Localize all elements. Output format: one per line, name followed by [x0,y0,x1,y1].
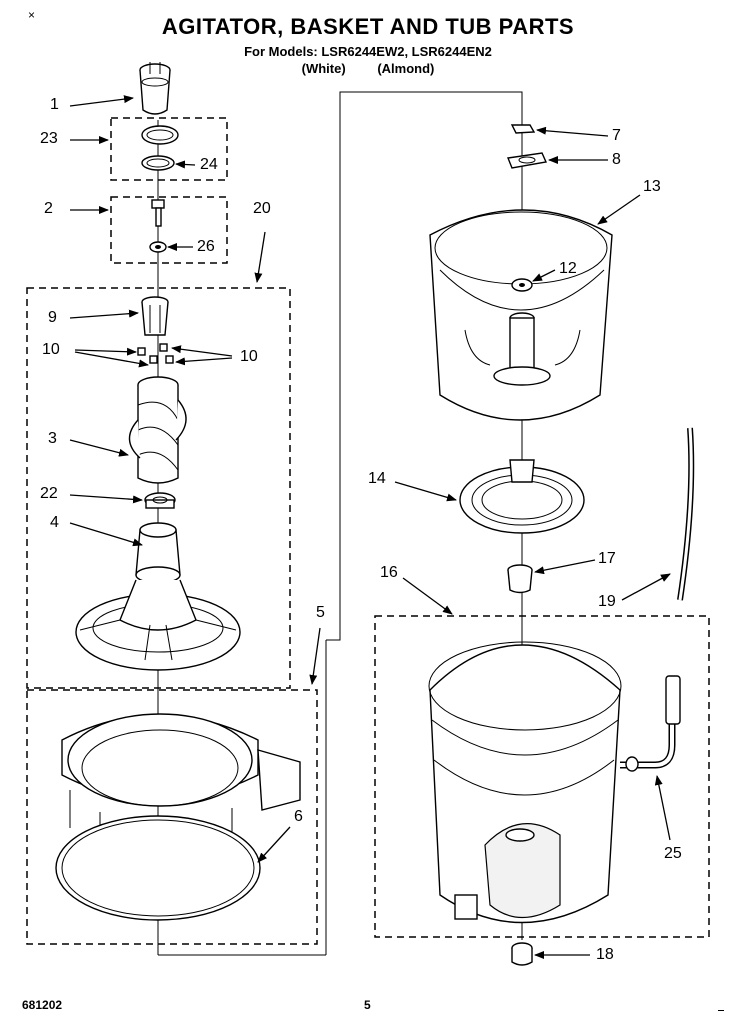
callout-7: 7 [612,127,621,144]
variant-almond: (Almond) [377,61,435,76]
callout-17: 17 [598,550,616,567]
part-8-seal [507,152,548,169]
group-box-16 [374,615,710,938]
callout-24: 24 [200,156,218,173]
footer-page-number: 5 [364,998,371,1012]
part-22-clutch [144,492,176,509]
part-1-agitator-cap [139,62,171,115]
part-10-dogs [137,343,174,364]
callout-22: 22 [40,485,58,502]
callout-10-left: 10 [42,341,60,358]
part-4-agitator-base [75,522,241,671]
callout-20: 20 [253,200,271,217]
part-6-gasket [55,815,261,921]
group-box-2-26 [110,196,228,264]
diagram-title: AGITATOR, BASKET AND TUB PARTS [161,14,575,39]
callout-6: 6 [294,808,303,825]
callout-5: 5 [316,604,325,621]
callout-12: 12 [559,260,577,277]
part-23-ring [141,125,179,145]
callout-25: 25 [664,845,682,862]
part-17-bushing [507,564,533,594]
callout-10-right: 10 [240,348,258,365]
callout-14: 14 [368,470,386,487]
part-9-cam [141,296,169,336]
part-24-o-ring [141,155,175,171]
callout-1: 1 [50,96,59,113]
part-7-clip [510,124,536,134]
part-16-outer-tub [428,641,622,924]
callout-18: 18 [596,946,614,963]
callout-3: 3 [48,430,57,447]
corner-tick [718,1010,724,1017]
callout-26: 26 [197,238,215,255]
callout-13: 13 [643,178,661,195]
callout-2: 2 [44,200,53,217]
callout-19: 19 [598,593,616,610]
part-18-nut [511,942,533,966]
group-box-23-24 [110,117,228,181]
callout-23: 23 [40,130,58,147]
part-19-hose [677,427,695,601]
part-12-nut [511,278,533,292]
variant-white: (White) [301,61,346,76]
callout-9: 9 [48,309,57,326]
variant-line: (White) (Almond) [0,61,736,76]
part-14-ring [459,459,585,534]
part-2-bolt [151,199,165,227]
corner-mark: × [28,8,36,22]
models-line: For Models: LSR6244EW2, LSR6244EN2 [244,44,492,59]
callout-8: 8 [612,151,621,168]
part-25-drain-hose [620,675,681,772]
part-26-washer [149,241,167,253]
part-13-basket [429,209,613,421]
footer-doc-id: 681202 [22,998,63,1012]
part-5-tub-ring [61,713,301,856]
callout-4: 4 [50,514,59,531]
part-3-auger [128,376,187,484]
callout-16: 16 [380,564,398,581]
group-box-5 [26,689,318,945]
